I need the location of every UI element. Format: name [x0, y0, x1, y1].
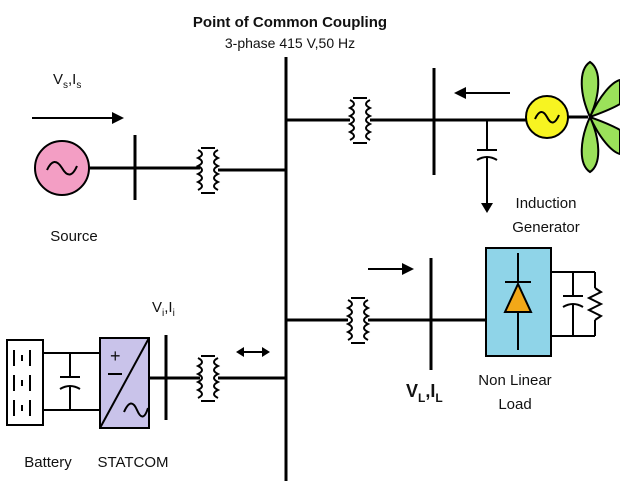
bidirectional-arrow-icon	[236, 347, 270, 357]
dc-load-icon	[551, 271, 604, 337]
load-transformer-icon	[345, 297, 371, 344]
generator-transformer-icon	[347, 97, 373, 144]
sine-icon	[46, 161, 78, 176]
source-vi-label: Vs,Is	[53, 71, 81, 91]
battery-label: Battery	[24, 454, 72, 471]
load-label-line1: Non Linear	[478, 372, 551, 389]
statcom-vi-label: Vi,Ii	[152, 299, 175, 319]
generator-label-line2: Generator	[512, 219, 580, 236]
sine-icon	[123, 402, 149, 418]
source-branch: Vs,Is Source	[32, 71, 286, 245]
battery-icon	[6, 339, 44, 426]
diagram-title: Point of Common Coupling	[193, 14, 387, 31]
statcom-branch: + Vi,Ii Battery STATCOM	[6, 299, 286, 471]
sine-icon	[534, 111, 560, 124]
load-branch: VL,IL Non Linear Load	[286, 247, 604, 413]
dc-capacitor-icon	[59, 353, 81, 410]
generator-branch: Induction Generator	[286, 60, 620, 236]
diagram-subtitle: 3-phase 415 V,50 Hz	[225, 35, 355, 51]
load-label-line2: Load	[498, 396, 531, 413]
generator-label-line1: Induction	[516, 195, 577, 212]
capacitor-icon	[476, 120, 498, 213]
source-label: Source	[50, 228, 98, 245]
load-vi-label: VL,IL	[406, 381, 443, 405]
statcom-label: STATCOM	[97, 454, 168, 471]
source-transformer-icon	[195, 147, 221, 194]
diode-icon	[503, 253, 533, 350]
plus-icon: +	[110, 346, 121, 366]
statcom-transformer-icon	[195, 355, 221, 402]
fan-blades-icon	[580, 60, 620, 174]
